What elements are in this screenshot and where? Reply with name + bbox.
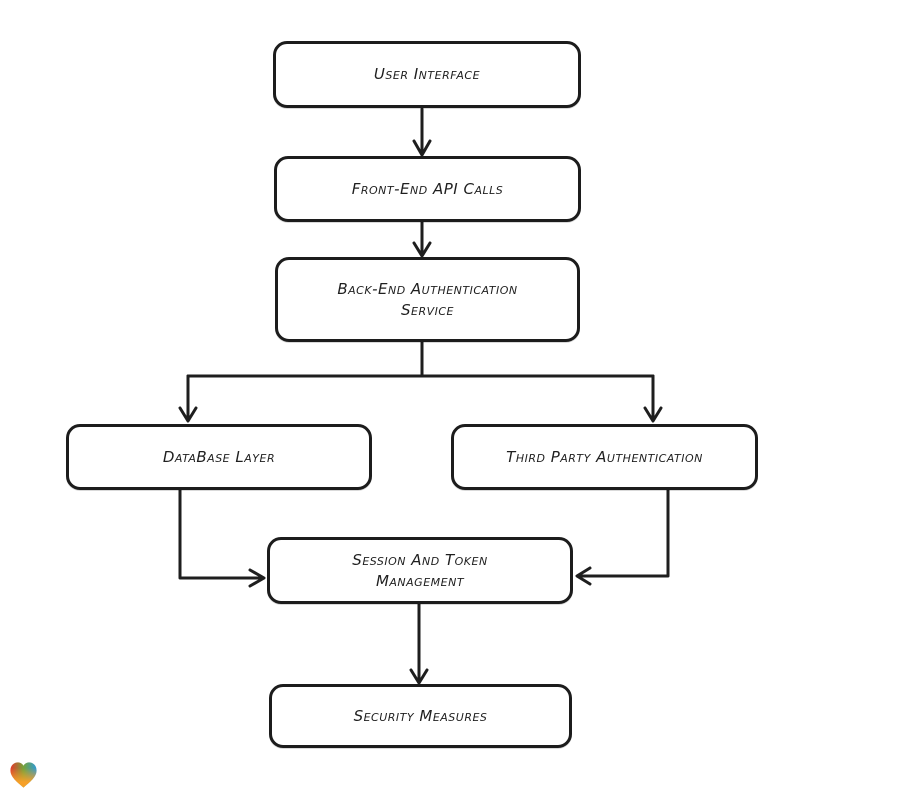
node-back-end-authentication-service[interactable]: Back-End Authentication Service [275,257,580,342]
node-third-party-authentication[interactable]: Third Party Authentication [451,424,758,490]
node-label: Third Party Authentication [506,447,703,466]
node-user-interface[interactable]: User Interface [273,41,581,108]
node-session-and-token-management[interactable]: Session And Token Management [267,537,573,604]
edge-backend-to-database [178,374,198,423]
node-label: Session And Token Management [352,551,488,590]
gradient-heart-logo-icon [8,760,39,791]
node-label: Front-End API Calls [351,179,504,198]
node-label: User Interface [373,65,481,84]
edge-database-to-session [178,488,266,588]
edge-frontend-to-backend [412,220,432,258]
node-label: Security Measures [353,706,488,725]
node-database-layer[interactable]: DataBase Layer [66,424,372,490]
edge-backend-branch [186,340,655,378]
edge-ui-to-frontend [412,107,432,157]
node-label: Back-End Authentication Service [337,280,518,319]
node-front-end-api-calls[interactable]: Front-End API Calls [274,156,581,222]
edge-backend-to-thirdparty [643,374,663,423]
edge-thirdparty-to-session [575,488,670,586]
node-label: DataBase Layer [162,447,276,466]
node-security-measures[interactable]: Security Measures [269,684,572,748]
edge-session-to-security [409,602,429,685]
